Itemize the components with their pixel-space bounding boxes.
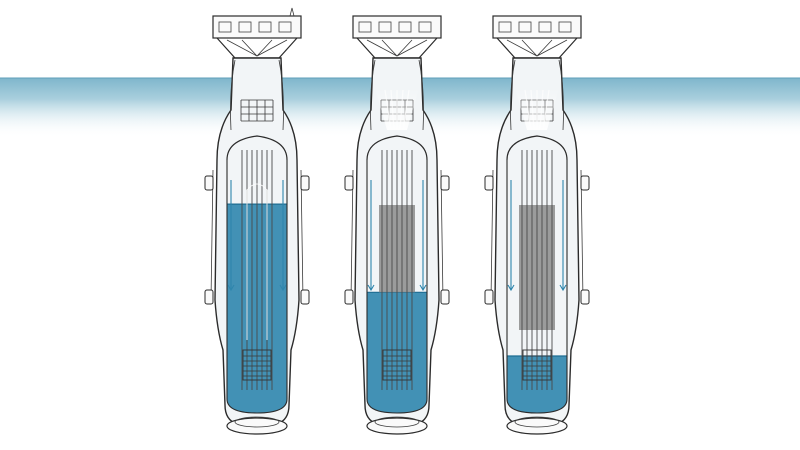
lower-core-support — [242, 349, 272, 381]
head-frame — [352, 15, 442, 39]
head-truss-bracing — [506, 39, 568, 57]
base-ring — [226, 417, 288, 435]
steam-ray — [390, 89, 395, 131]
head-frame — [492, 15, 582, 39]
steam-ray — [399, 89, 404, 131]
steam-ray — [524, 89, 532, 131]
inner-barrel-dome — [506, 135, 568, 161]
steam-ray — [530, 89, 535, 131]
base-ring — [366, 417, 428, 435]
base-ring — [506, 417, 568, 435]
head-mechanism — [218, 21, 232, 33]
head-truss-bracing — [366, 39, 428, 57]
base-ring-inner — [234, 416, 280, 428]
support-lug-left-lower — [484, 289, 494, 305]
support-lug-left — [484, 175, 494, 191]
steam-ray — [384, 89, 392, 131]
containment-shell — [210, 169, 304, 301]
flow-arrow-head — [367, 284, 375, 292]
flow-arrow-head — [227, 284, 235, 292]
head-mechanism — [378, 21, 392, 33]
base-ring-inner — [374, 416, 420, 428]
head-mechanism — [558, 21, 572, 33]
vessel-head — [352, 15, 442, 59]
flow-arrow-head — [507, 284, 515, 292]
lower-core-support — [522, 349, 552, 381]
riser-pipes — [510, 59, 564, 131]
lower-plenum — [382, 349, 412, 381]
head-antenna — [289, 7, 295, 17]
inner-barrel-dome — [366, 135, 428, 161]
support-lug-right-lower — [580, 289, 590, 305]
upper-grid — [240, 99, 274, 122]
head-mechanism — [518, 21, 532, 33]
support-lug-right — [300, 175, 310, 191]
inner-barrel — [506, 160, 568, 414]
steam-ray — [542, 89, 550, 131]
head-truss-bracing — [226, 39, 288, 57]
support-lug-right-lower — [300, 289, 310, 305]
vessel-panel-2 — [344, 15, 450, 435]
head-mechanism — [358, 21, 372, 33]
flow-arrow-head — [559, 284, 567, 292]
head-mechanism — [498, 21, 512, 33]
head-frame — [212, 15, 302, 39]
flow-arrow-head — [419, 284, 427, 292]
riser-pipes — [370, 59, 424, 131]
lower-plenum — [522, 349, 552, 381]
support-lug-left — [204, 175, 214, 191]
lower-core-support — [382, 349, 412, 381]
inner-barrel — [366, 160, 428, 414]
base-ring-inner — [514, 416, 560, 428]
head-mechanism — [278, 21, 292, 33]
vessel-panel-1 — [204, 7, 310, 435]
support-lug-right-lower — [440, 289, 450, 305]
support-lug-left-lower — [204, 289, 214, 305]
head-mechanism — [418, 21, 432, 33]
inner-barrel-dome — [226, 135, 288, 161]
head-mechanism — [238, 21, 252, 33]
flow-arrow-head — [279, 284, 287, 292]
support-lug-right — [580, 175, 590, 191]
lower-plenum — [242, 349, 272, 381]
steam-ray — [539, 89, 544, 131]
steam-vent — [515, 88, 559, 131]
support-lug-left — [344, 175, 354, 191]
vessel-head — [212, 7, 302, 59]
riser-pipes — [230, 59, 284, 131]
steam-vent — [375, 88, 419, 131]
head-mechanism — [538, 21, 552, 33]
support-lug-left-lower — [344, 289, 354, 305]
vessel-panel-3 — [484, 15, 590, 435]
head-mechanism — [258, 21, 272, 33]
steam-ray — [402, 89, 410, 131]
containment-shell — [490, 169, 584, 301]
vessel-panels — [204, 7, 590, 435]
containment-shell — [350, 169, 444, 301]
head-mechanism — [398, 21, 412, 33]
inner-barrel — [226, 160, 288, 414]
vessel-head — [492, 15, 582, 59]
recirculation-loop — [246, 183, 268, 340]
support-lug-right — [440, 175, 450, 191]
